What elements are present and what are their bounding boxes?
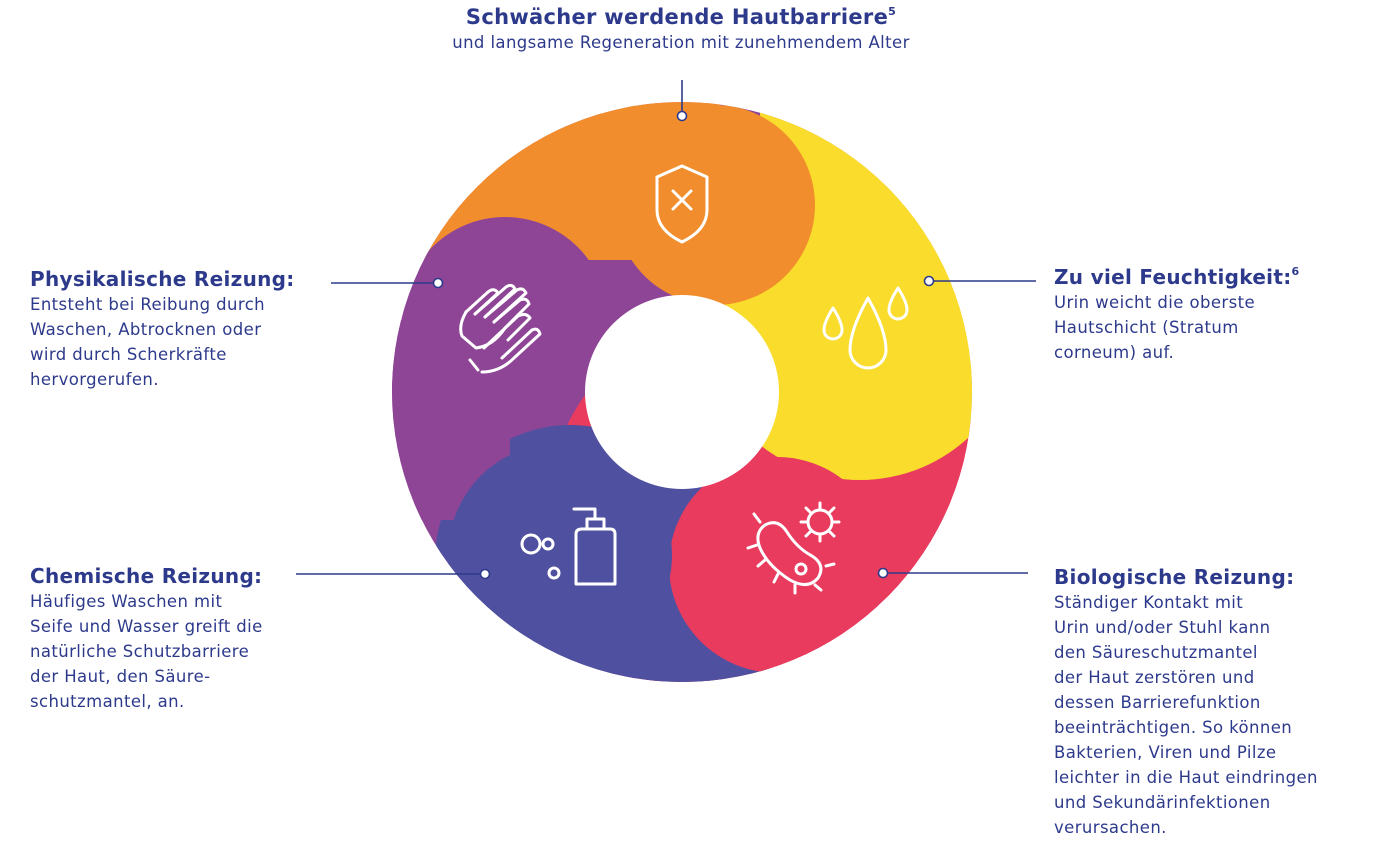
moisture-line: corneum) auf. xyxy=(1054,343,1175,362)
biological-text: Ständiger Kontakt mit Urin und/oder Stuh… xyxy=(1054,590,1318,840)
chemical-line: schutzmantel, an. xyxy=(30,692,185,711)
soap-bottle-icon xyxy=(520,507,617,586)
weak-barrier-heading: Schwächer werdende Hautbarriere5 xyxy=(465,5,897,29)
connector-chemical-dot xyxy=(479,568,491,580)
biological-line: Bakterien, Viren und Pilze xyxy=(1054,743,1277,762)
chemical-text: Häufiges Waschen mit Seife und Wasser gr… xyxy=(30,589,263,714)
connector-physical-dot xyxy=(432,277,444,289)
chemical-line: der Haut, den Säure- xyxy=(30,667,211,686)
chemical-irritation-callout: Chemische Reizung: Häufiges Waschen mit … xyxy=(30,563,263,714)
weak-barrier-callout: Schwächer werdende Hautbarriere5 und lan… xyxy=(0,4,1362,55)
segment-weak-barrier xyxy=(615,105,815,305)
chemical-heading: Chemische Reizung: xyxy=(30,564,263,588)
connector-biological-dot xyxy=(877,567,889,579)
biological-line: der Haut zerstören und xyxy=(1054,668,1255,687)
water-drops-icon xyxy=(822,286,909,370)
hands-icon xyxy=(459,283,542,374)
biological-irritation-callout: Biologische Reizung: Ständiger Kontakt m… xyxy=(1054,564,1318,840)
chemical-line: Häufiges Waschen mit xyxy=(30,592,223,611)
moisture-text: Urin weicht die oberste Hautschicht (Str… xyxy=(1054,290,1299,365)
chemical-line: Seife und Wasser greift die xyxy=(30,617,263,636)
physical-line: hervorgerufen. xyxy=(30,370,159,389)
weak-barrier-text: und langsame Regeneration mit zunehmende… xyxy=(452,33,910,52)
segment-chemical-lobe xyxy=(448,443,672,667)
biological-line: verursachen. xyxy=(1054,818,1167,837)
biological-line: beeinträchtigen. So können xyxy=(1054,718,1293,737)
biological-line: dessen Barrierefunktion xyxy=(1054,693,1261,712)
moisture-callout: Zu viel Feuchtigkeit:6 Urin weicht die o… xyxy=(1054,264,1299,365)
chemical-line: natürliche Schutzbarriere xyxy=(30,642,250,661)
moisture-heading: Zu viel Feuchtigkeit:6 xyxy=(1054,265,1300,289)
physical-text: Entsteht bei Reibung durch Waschen, Abtr… xyxy=(30,292,295,392)
physical-line: Entsteht bei Reibung durch xyxy=(30,295,266,314)
biological-line: und Sekundärinfektionen xyxy=(1054,793,1271,812)
center-hole xyxy=(585,295,779,489)
connectors xyxy=(296,80,1036,580)
moisture-line: Hautschicht (Stratum xyxy=(1054,318,1239,337)
biological-line: Ständiger Kontakt mit xyxy=(1054,593,1244,612)
physical-line: Waschen, Abtrocknen oder xyxy=(30,320,262,339)
physical-heading: Physikalische Reizung: xyxy=(30,267,295,291)
shield-x-icon xyxy=(655,164,709,244)
physical-line: wird durch Scherkräfte xyxy=(30,345,227,364)
physical-irritation-callout: Physikalische Reizung: Entsteht bei Reib… xyxy=(30,266,295,392)
biological-line: den Säureschutzmantel xyxy=(1054,643,1258,662)
connector-moisture-dot xyxy=(923,275,935,287)
biological-line: Urin und/oder Stuhl kann xyxy=(1054,618,1271,637)
biological-line: leichter in die Haut eindringen xyxy=(1054,768,1318,787)
segment-moisture-lobe xyxy=(773,238,972,442)
moisture-line: Urin weicht die oberste xyxy=(1054,293,1255,312)
segment-biological-lobe xyxy=(669,457,885,673)
bacteria-icon xyxy=(746,501,841,595)
biological-heading: Biologische Reizung: xyxy=(1054,565,1295,589)
connector-top-dot xyxy=(676,110,688,122)
